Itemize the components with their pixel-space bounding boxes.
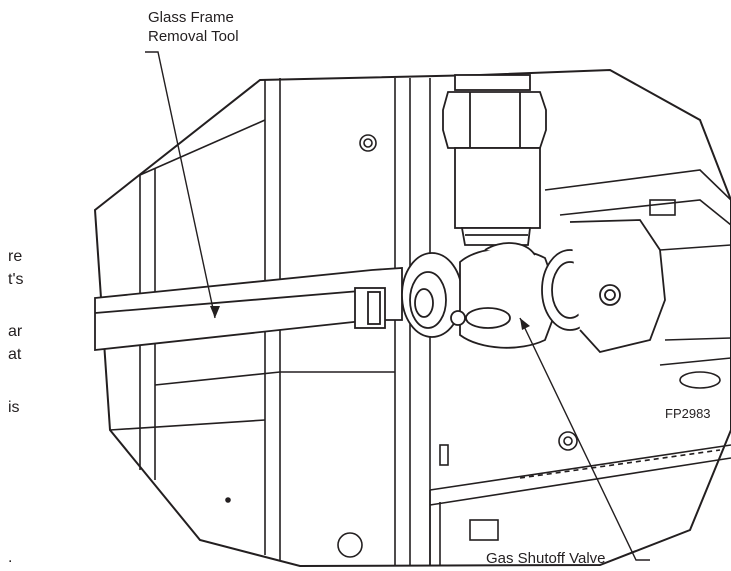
tool-label-line2: Removal Tool — [148, 28, 239, 45]
glass-frame-removal-tool-label: Glass Frame Removal Tool — [148, 8, 239, 46]
text-fragment: t's — [8, 271, 24, 288]
text-fragment: ar — [8, 323, 23, 340]
leader-valve-arrow — [520, 318, 530, 330]
gas-shutoff-valve-label: Gas Shutoff Valve — [486, 550, 606, 567]
glass-frame-removal-tool — [94, 267, 403, 352]
text-fragment: at — [8, 346, 22, 363]
tool-label-line1: Glass Frame — [148, 9, 234, 26]
leader-tool-arrow — [210, 306, 220, 318]
leader-valve — [519, 317, 650, 561]
text-fragment: . — [8, 549, 13, 566]
leader-tool — [145, 51, 216, 319]
valve-body-hardware — [544, 169, 731, 389]
text-fragment: re — [8, 248, 23, 265]
burner-panel — [337, 431, 731, 566]
leader-lines — [145, 51, 650, 561]
figure-id-label: FP2983 — [665, 406, 711, 421]
gas-pipe — [442, 74, 547, 246]
gas-shutoff-valve — [401, 219, 666, 353]
text-fragment: is — [8, 399, 20, 416]
